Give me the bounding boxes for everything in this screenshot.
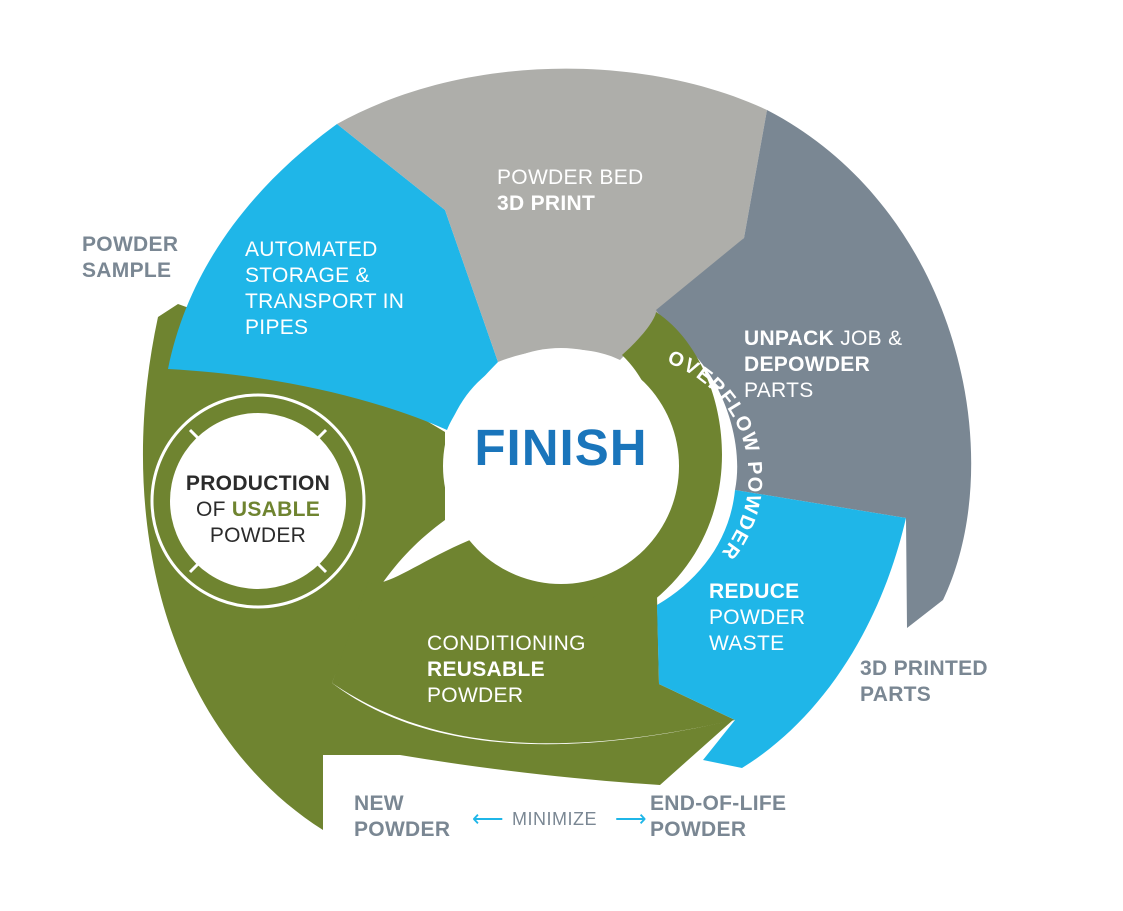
printed-parts-label: 3D PRINTED PARTS bbox=[860, 657, 988, 706]
storage-segment bbox=[168, 124, 498, 430]
minimize-label: MINIMIZE bbox=[512, 809, 597, 829]
production-circle bbox=[170, 413, 346, 589]
finish-label: FINISH bbox=[474, 419, 648, 476]
arrow-left-icon: ⟵ bbox=[472, 806, 504, 831]
production-label: PRODUCTION OF USABLE POWDER bbox=[185, 472, 331, 547]
conditioning-label: CONDITIONING REUSABLE POWDER bbox=[427, 632, 586, 707]
overflow-ring bbox=[588, 312, 722, 605]
production-ring bbox=[150, 393, 366, 609]
print-segment bbox=[337, 68, 767, 362]
storage-label: AUTOMATED STORAGE & TRANSPORT IN PIPES bbox=[245, 238, 405, 339]
production-ring-ticks bbox=[188, 428, 328, 574]
powder-sample-label: POWDER SAMPLE bbox=[82, 233, 179, 282]
reduce-label: REDUCE POWDER WASTE bbox=[709, 580, 806, 655]
arrow-right-icon: ⟶ bbox=[615, 806, 647, 831]
print-label: POWDER BED 3D PRINT bbox=[497, 166, 644, 215]
new-powder-label: NEW POWDER bbox=[354, 792, 451, 841]
end-of-life-label: END-OF-LIFE POWDER bbox=[650, 792, 787, 841]
unpack-label: UNPACK JOB & DEPOWDER PARTS bbox=[744, 327, 903, 402]
reduce-segment bbox=[657, 490, 906, 768]
unpack-segment bbox=[656, 110, 972, 628]
finish-circle bbox=[443, 348, 679, 584]
